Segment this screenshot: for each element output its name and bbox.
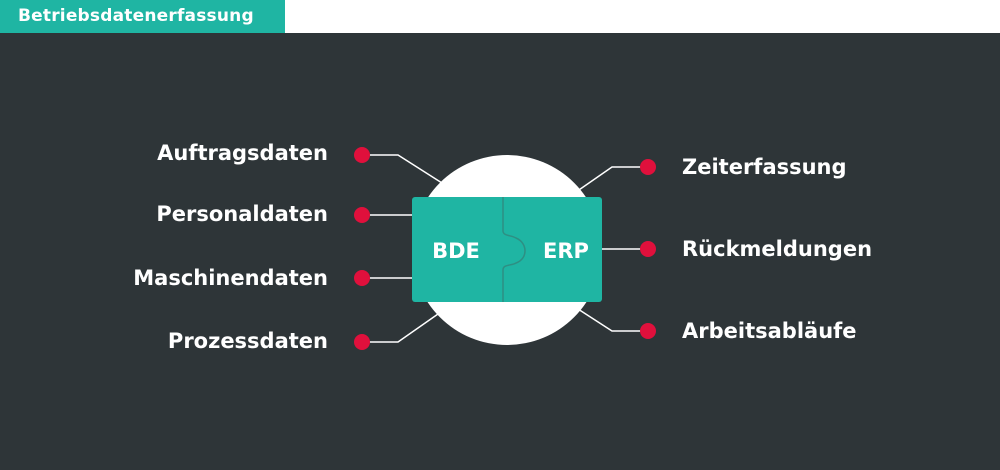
puzzle-seam [502,197,526,302]
connector-prozessdaten [362,313,439,343]
dot-auftragsdaten [354,147,370,163]
dot-zeiterfassung [640,159,656,175]
dot-prozessdaten [354,334,370,350]
label-auftragsdaten: Auftragsdaten [157,141,328,165]
dot-rueckmeldungen [640,241,656,257]
erp-label: ERP [543,239,589,263]
connector-dots [354,147,656,350]
dot-maschinendaten [354,270,370,286]
label-maschinendaten: Maschinendaten [133,266,328,290]
puzzle-block [412,197,602,302]
dot-personaldaten [354,207,370,223]
label-zeiterfassung: Zeiterfassung [682,155,847,179]
diagram-title: Betriebsdatenerfassung [0,0,285,33]
bde-label: BDE [432,239,480,263]
connector-auftragsdaten [362,154,443,184]
label-rueckmeldungen: Rückmeldungen [682,237,873,261]
label-arbeitsablaeufe: Arbeitsabläufe [682,319,857,343]
label-prozessdaten: Prozessdaten [167,329,328,353]
dot-arbeitsablaeufe [640,323,656,339]
label-personaldaten: Personaldaten [156,202,328,226]
connector-zeiterfassung [575,166,648,193]
connector-arbeitsablaeufe [577,308,648,332]
left-connectors [362,154,443,343]
